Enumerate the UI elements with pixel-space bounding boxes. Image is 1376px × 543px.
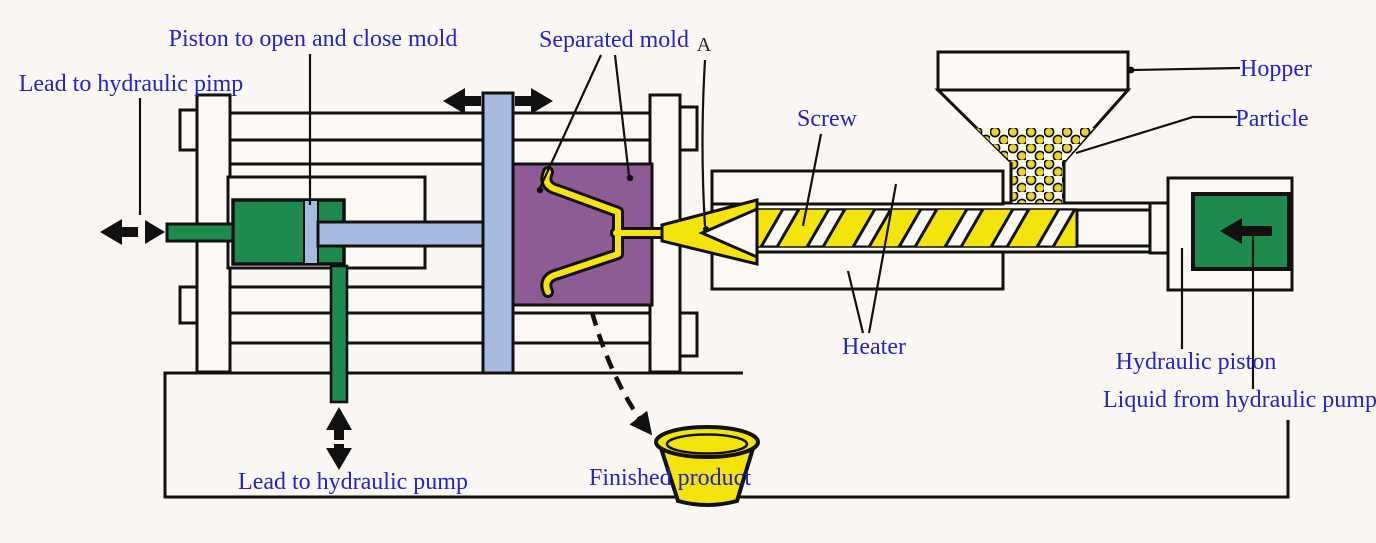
fixed-platen-tab-top xyxy=(678,105,699,152)
drop-arrow xyxy=(589,311,653,436)
leader-separated-mold-left xyxy=(539,54,602,189)
label-particle: Particle xyxy=(1235,106,1308,132)
label-lead-hydraulic-pump: Lead to hydraulic pump xyxy=(238,469,468,495)
leader-section-a xyxy=(701,59,707,227)
inject-piston-arrow-icon xyxy=(1220,218,1272,244)
bucket-rim-inner xyxy=(665,433,749,455)
hopper-unit xyxy=(934,50,1132,203)
label-finished-product: Finished product xyxy=(589,465,751,491)
clamp-rod-arrow-icon xyxy=(100,219,165,245)
mold-leader-dot-left xyxy=(536,186,544,194)
label-heater: Heater xyxy=(842,334,906,360)
platen-arrow-left-icon xyxy=(443,88,481,114)
leader-hopper-dot xyxy=(1127,66,1135,74)
pipe-arrow-icon xyxy=(326,407,352,470)
label-hopper: Hopper xyxy=(1240,56,1312,82)
label-separated-mold: Separated mold xyxy=(539,27,689,53)
labels: Piston to open and close mold Lead to hy… xyxy=(19,26,1376,495)
bucket-rim xyxy=(654,425,760,459)
hopper-throat xyxy=(1009,162,1066,203)
heater-top xyxy=(710,169,1005,206)
label-liquid-from-hydraulic-pump: Liquid from hydraulic pump xyxy=(1103,387,1376,413)
leader-hopper xyxy=(1132,66,1241,72)
leader-screw xyxy=(801,133,823,227)
screw-flights xyxy=(756,208,1078,248)
clamp-rod-left xyxy=(165,222,235,243)
base-outline xyxy=(163,371,1290,499)
left-pillar-tab-bottom xyxy=(178,285,199,325)
hopper-pellets xyxy=(976,128,1094,203)
tie-bar-1 xyxy=(228,111,652,142)
label-section-marker-a: A xyxy=(697,34,712,56)
bucket-body xyxy=(657,443,757,507)
tie-bar-2 xyxy=(228,138,652,166)
tie-bars xyxy=(228,111,652,345)
leader-heater-right xyxy=(867,183,898,334)
leader-section-a-dot xyxy=(703,226,709,232)
heater-bottom xyxy=(710,250,1005,291)
fixed-platen-tab-bottom xyxy=(678,311,699,358)
platen-arrow-right-icon xyxy=(515,88,553,114)
clamp-piston-slot xyxy=(303,199,319,265)
label-lead-hydraulic-pimp: Lead to hydraulic pimp xyxy=(19,71,244,97)
mold-unit xyxy=(511,162,670,307)
leader-heater-left xyxy=(846,270,865,334)
screw-tip xyxy=(698,206,759,260)
moving-platen xyxy=(481,91,515,375)
left-pillar-tab-top xyxy=(178,108,199,152)
leader-separated-mold-right xyxy=(613,54,631,177)
label-piston-open-close-mold: Piston to open and close mold xyxy=(169,26,458,52)
hydraulic-pipe xyxy=(329,264,349,404)
finished-product-bucket xyxy=(654,425,760,507)
mold-leader-dot-right xyxy=(626,174,634,182)
clamp-rod-right xyxy=(316,220,499,248)
inject-cylinder-neck xyxy=(1148,201,1170,255)
mold-cavity xyxy=(540,166,670,298)
label-hydraulic-piston: Hydraulic piston xyxy=(1116,349,1277,375)
injection-unit xyxy=(660,50,1294,292)
hopper-rim xyxy=(936,50,1130,92)
label-screw: Screw xyxy=(797,106,858,132)
tie-bar-4 xyxy=(228,311,652,345)
leader-particle xyxy=(1075,115,1237,155)
machine-base xyxy=(163,371,1290,499)
leader-lines xyxy=(138,54,1255,389)
